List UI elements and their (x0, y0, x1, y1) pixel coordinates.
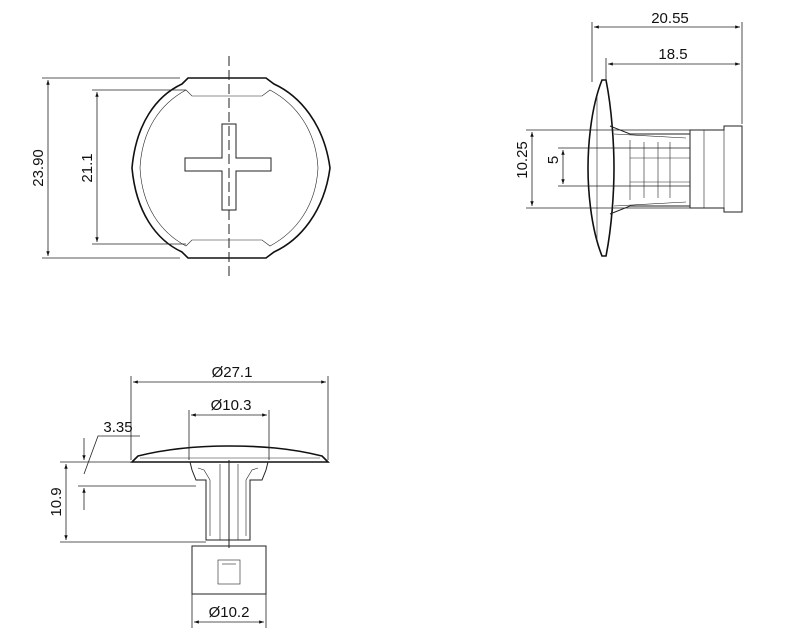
bottom-view: Ø27.1 Ø10.3 3.35 10.9 Ø10.2 (48, 364, 330, 628)
side-shank (609, 125, 691, 215)
front-view-outline (131, 77, 331, 259)
dim-label-21-1: 21.1 (79, 153, 96, 182)
dim-label-10-9: 10.9 (48, 487, 65, 516)
dim-label-18-5: 18.5 (658, 46, 687, 63)
dim-label-d27-1: Ø27.1 (212, 364, 253, 381)
dim-label-20-55: 20.55 (651, 10, 689, 27)
side-base-block (689, 125, 743, 213)
dim-label-d10-2: Ø10.2 (209, 604, 250, 621)
dim-label-d10-3: Ø10.3 (211, 397, 252, 414)
side-head (587, 79, 615, 257)
cross-slot (184, 123, 272, 211)
dim-label-10-25: 10.25 (514, 141, 531, 179)
bottom-head (130, 445, 330, 463)
bottom-neck (189, 461, 269, 541)
dim-label-23-90: 23.90 (30, 149, 47, 187)
dim-label-3-35: 3.35 (103, 419, 132, 436)
front-view-inner-outline (139, 89, 319, 247)
bottom-base-block (191, 545, 267, 595)
dim-label-5: 5 (545, 156, 562, 164)
side-view: 20.55 18.5 10.25 5 (514, 10, 743, 257)
front-view: 23.90 21.1 (30, 56, 331, 280)
